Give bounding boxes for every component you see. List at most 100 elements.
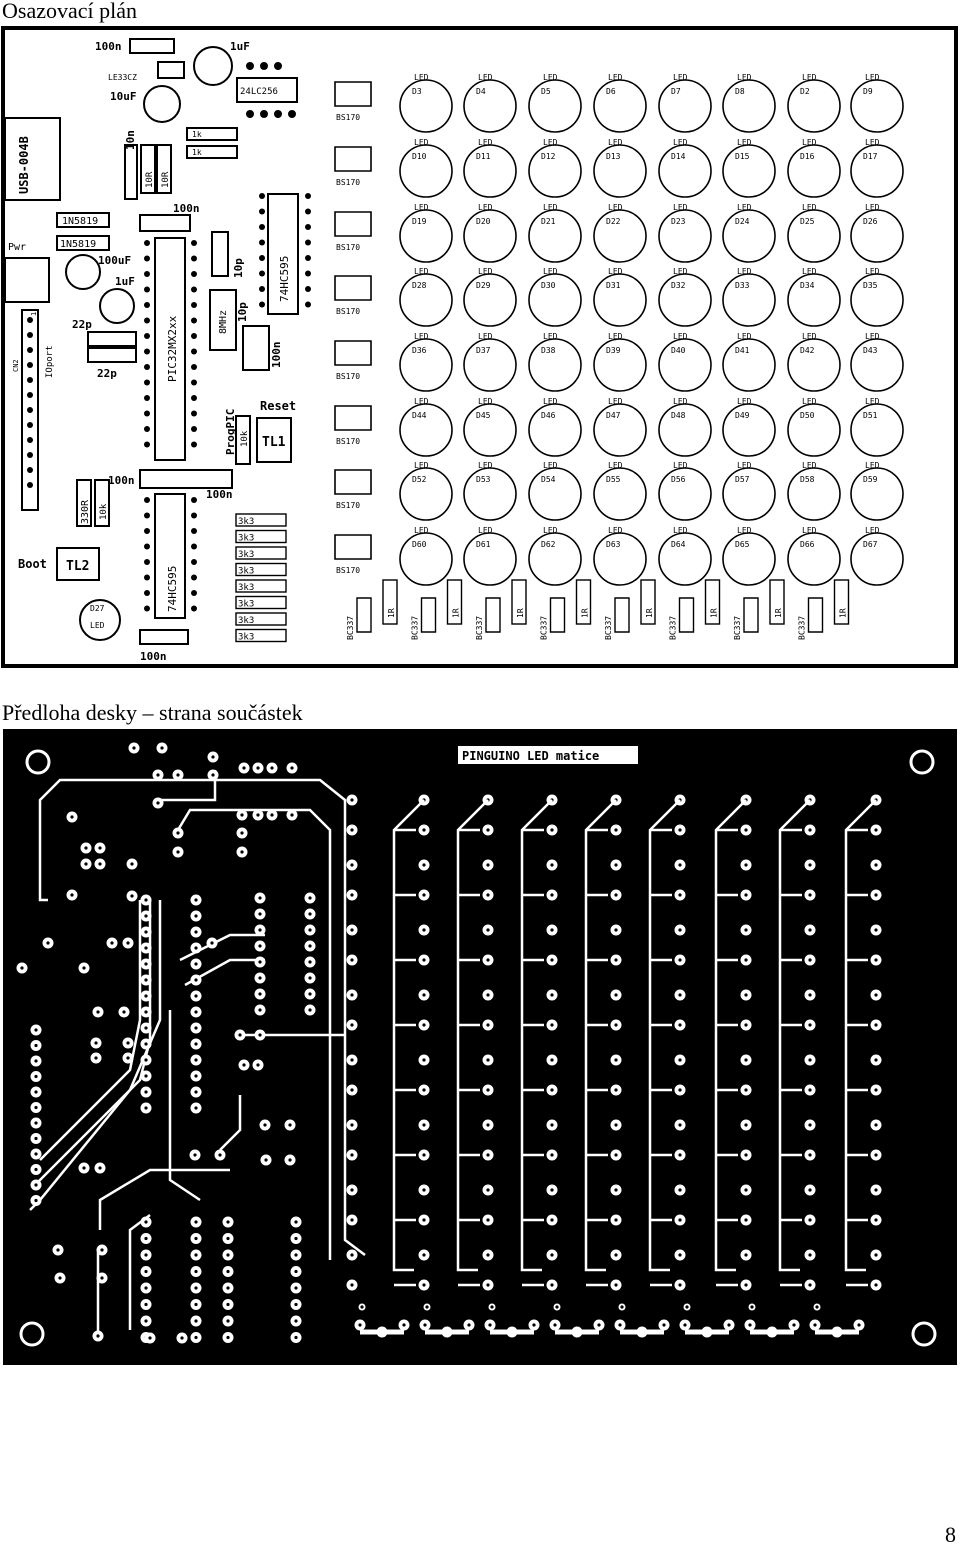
pcb-drill	[194, 1269, 198, 1274]
pcb-drill	[100, 1276, 104, 1280]
bs170-label: BS170	[336, 566, 360, 575]
led-type-label: LED	[543, 138, 558, 147]
pcb-drill	[194, 1074, 198, 1078]
pcb-drill	[350, 1283, 354, 1287]
resistor-1r-label: 1R	[452, 608, 461, 618]
ic-pin	[305, 301, 311, 308]
led-outline	[593, 403, 647, 457]
led-designator: D28	[412, 281, 427, 290]
resistor-1r-label: 1R	[645, 608, 654, 618]
pcb-drill	[290, 813, 294, 817]
label-cn2: CN2	[12, 359, 20, 372]
pcb-drill	[144, 1106, 148, 1110]
led-outline	[528, 403, 582, 457]
led-outline	[850, 467, 904, 521]
pcb-column-trace	[714, 799, 747, 1272]
led-outline	[593, 144, 647, 198]
resistor-3k3-label: 3k3	[238, 600, 254, 610]
pcb-drill	[874, 1218, 878, 1222]
led-designator: D41	[735, 346, 750, 355]
led-type-label: LED	[414, 332, 429, 341]
led-type-label: LED	[802, 138, 817, 147]
led-outline	[722, 338, 776, 392]
ic-pin	[191, 590, 197, 596]
pcb-drill	[194, 1106, 198, 1110]
pcb-drill	[614, 863, 618, 867]
pcb-drill	[144, 1220, 148, 1224]
pcb-drill	[678, 993, 682, 997]
pcb-drill	[144, 1269, 148, 1274]
pcb-drill	[874, 1123, 878, 1127]
pcb-drill	[193, 1153, 197, 1157]
assembly-plan-drawing: 100n 1uF LE33CZ 24LC256 10uF USB-004B 10…	[1, 26, 958, 668]
led-outline	[722, 209, 776, 263]
pcb-drill	[532, 1323, 536, 1327]
led-designator: D12	[541, 152, 556, 161]
ic-pin	[144, 302, 150, 308]
pcb-drill	[597, 1323, 601, 1327]
label-eeprom: 24LC256	[240, 87, 278, 97]
ic-pin	[191, 574, 197, 581]
led-designator: D15	[735, 152, 750, 161]
led-outline	[787, 532, 841, 586]
pcb-drill	[744, 1058, 748, 1062]
pcb-drill	[874, 1058, 878, 1062]
pcb-drill	[808, 1123, 812, 1127]
ic-pin	[27, 482, 33, 488]
assembly-plan-title: Osazovací plán	[2, 0, 137, 23]
pcb-drill	[34, 1059, 38, 1063]
pcb-drill	[727, 1323, 731, 1327]
led-designator: D21	[541, 217, 556, 226]
pcb-drill	[194, 914, 198, 918]
pcb-drill	[34, 1167, 38, 1172]
pcb-drill	[488, 1323, 492, 1327]
pcb-drill	[422, 993, 426, 997]
pcb-drill	[308, 992, 312, 996]
pcb-drill	[486, 993, 490, 997]
led-designator: D25	[800, 217, 815, 226]
pcb-drill	[422, 958, 426, 962]
label-ioport: IOport	[45, 345, 55, 378]
pcb-drill	[550, 1088, 554, 1092]
led-outline	[787, 403, 841, 457]
pcb-drill	[160, 746, 164, 750]
pcb-drill	[550, 1188, 554, 1192]
pcb-drill	[270, 766, 274, 770]
pcb-drill	[422, 1023, 426, 1027]
ic-pin	[144, 395, 150, 401]
led-designator: D46	[541, 411, 556, 420]
led-outline	[528, 209, 582, 263]
pcb-drill	[144, 946, 148, 950]
pcb-drill	[874, 1188, 878, 1192]
led-designator: D23	[671, 217, 686, 226]
led-designator: D58	[800, 475, 815, 484]
led-type-label: LED	[414, 267, 429, 276]
ic-pin	[259, 270, 265, 277]
pcb-drill	[100, 1248, 104, 1252]
pcb-drill	[288, 1123, 292, 1127]
pcb-drill	[808, 893, 812, 897]
pcb-drill	[194, 1319, 198, 1323]
pcb-drill	[550, 1218, 554, 1222]
pcb-drill	[144, 1058, 148, 1062]
pcb-drill	[258, 1033, 262, 1037]
bc337-label: BC337	[346, 616, 355, 640]
ic-pin	[191, 333, 197, 339]
pcb-drill	[130, 894, 134, 898]
bs170-label: BS170	[336, 113, 360, 122]
pcb-drill	[808, 1023, 812, 1027]
pcb-drill	[350, 928, 354, 932]
pcb-drill	[194, 1026, 198, 1030]
led-designator: D65	[735, 540, 750, 549]
led-type-label: LED	[608, 203, 623, 212]
led-outline	[528, 532, 582, 586]
pcb-drill	[242, 766, 246, 770]
resistor-1r-outline	[382, 579, 398, 625]
led-designator: D37	[476, 346, 491, 355]
label-100n-top: 100n	[95, 40, 122, 53]
pcb-drill	[226, 1253, 230, 1257]
ic-pin	[305, 239, 311, 246]
label-10p-a: 10p	[232, 258, 245, 278]
pcb-drill	[194, 978, 198, 982]
pcb-drill	[350, 863, 354, 867]
